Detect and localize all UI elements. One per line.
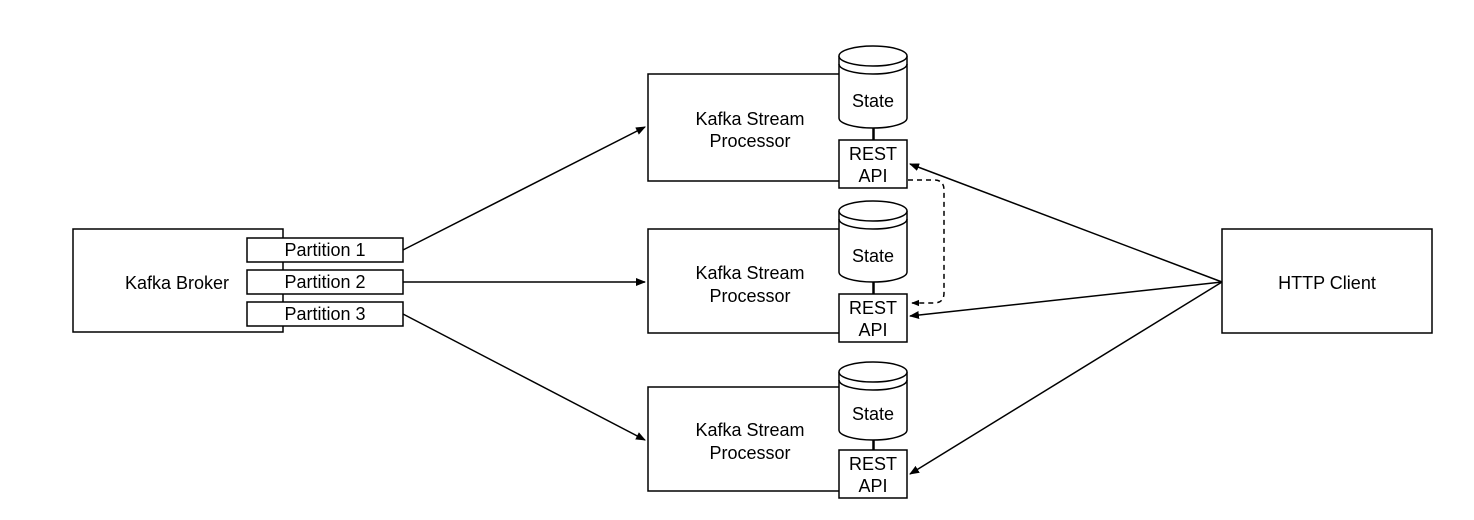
state-store-3-label: State	[852, 404, 894, 424]
rest-api-2: REST API	[838, 293, 908, 343]
processor-2-label-line1: Kafka Stream	[695, 263, 804, 283]
database-icon	[838, 211, 908, 283]
kafka-broker: Kafka Broker Partition 1 Partition 2 Par…	[72, 228, 404, 333]
state-store-2: State	[838, 200, 908, 283]
rest-api-3-line1: REST	[849, 454, 897, 474]
rest-api-2-line1: REST	[849, 298, 897, 318]
edge-client-api2	[909, 281, 1223, 320]
http-client-label: HTTP Client	[1278, 273, 1376, 293]
edge-partition3-processor3	[402, 313, 646, 441]
partition-1-label: Partition 1	[284, 240, 365, 260]
state-store-2-label: State	[852, 246, 894, 266]
rest-api-3-line2: API	[858, 476, 887, 496]
processor-1-label-line1: Kafka Stream	[695, 109, 804, 129]
processor-3-label-line2: Processor	[709, 443, 790, 463]
processor-3-box	[647, 386, 875, 492]
rest-api-1: REST API	[838, 139, 908, 189]
rest-api-1-line1: REST	[849, 144, 897, 164]
state-store-1: State	[838, 45, 908, 129]
edges	[402, 126, 1223, 475]
rest-api-2-line2: API	[858, 320, 887, 340]
processor-1-label-line2: Processor	[709, 131, 790, 151]
rest-api-1-line2: API	[858, 166, 887, 186]
processor-2-label-line2: Processor	[709, 286, 790, 306]
stream-processor-1: Kafka Stream Processor State REST API	[647, 45, 908, 189]
stream-processor-2: Kafka Stream Processor State REST API	[647, 200, 908, 343]
rest-api-3: REST API	[838, 449, 908, 499]
partition-2: Partition 2	[246, 269, 404, 295]
processor-1-box	[647, 73, 875, 182]
partition-3: Partition 3	[246, 301, 404, 327]
http-client-box	[1221, 228, 1433, 334]
stream-processor-3: Kafka Stream Processor State REST API	[647, 361, 908, 499]
edge-partition1-processor1	[402, 126, 646, 251]
processor-3-label-line1: Kafka Stream	[695, 420, 804, 440]
http-client: HTTP Client	[1221, 228, 1433, 334]
edge-client-api3	[909, 281, 1223, 475]
edge-api1-api2-dashed	[908, 179, 945, 307]
broker-label: Kafka Broker	[125, 273, 229, 293]
partition-2-label: Partition 2	[284, 272, 365, 292]
partition-1: Partition 1	[246, 237, 404, 263]
partition-3-label: Partition 3	[284, 304, 365, 324]
database-icon	[838, 56, 908, 129]
state-store-1-label: State	[852, 91, 894, 111]
edge-client-api1	[909, 163, 1223, 283]
processor-2-box	[647, 228, 875, 334]
state-store-3: State	[838, 361, 908, 441]
